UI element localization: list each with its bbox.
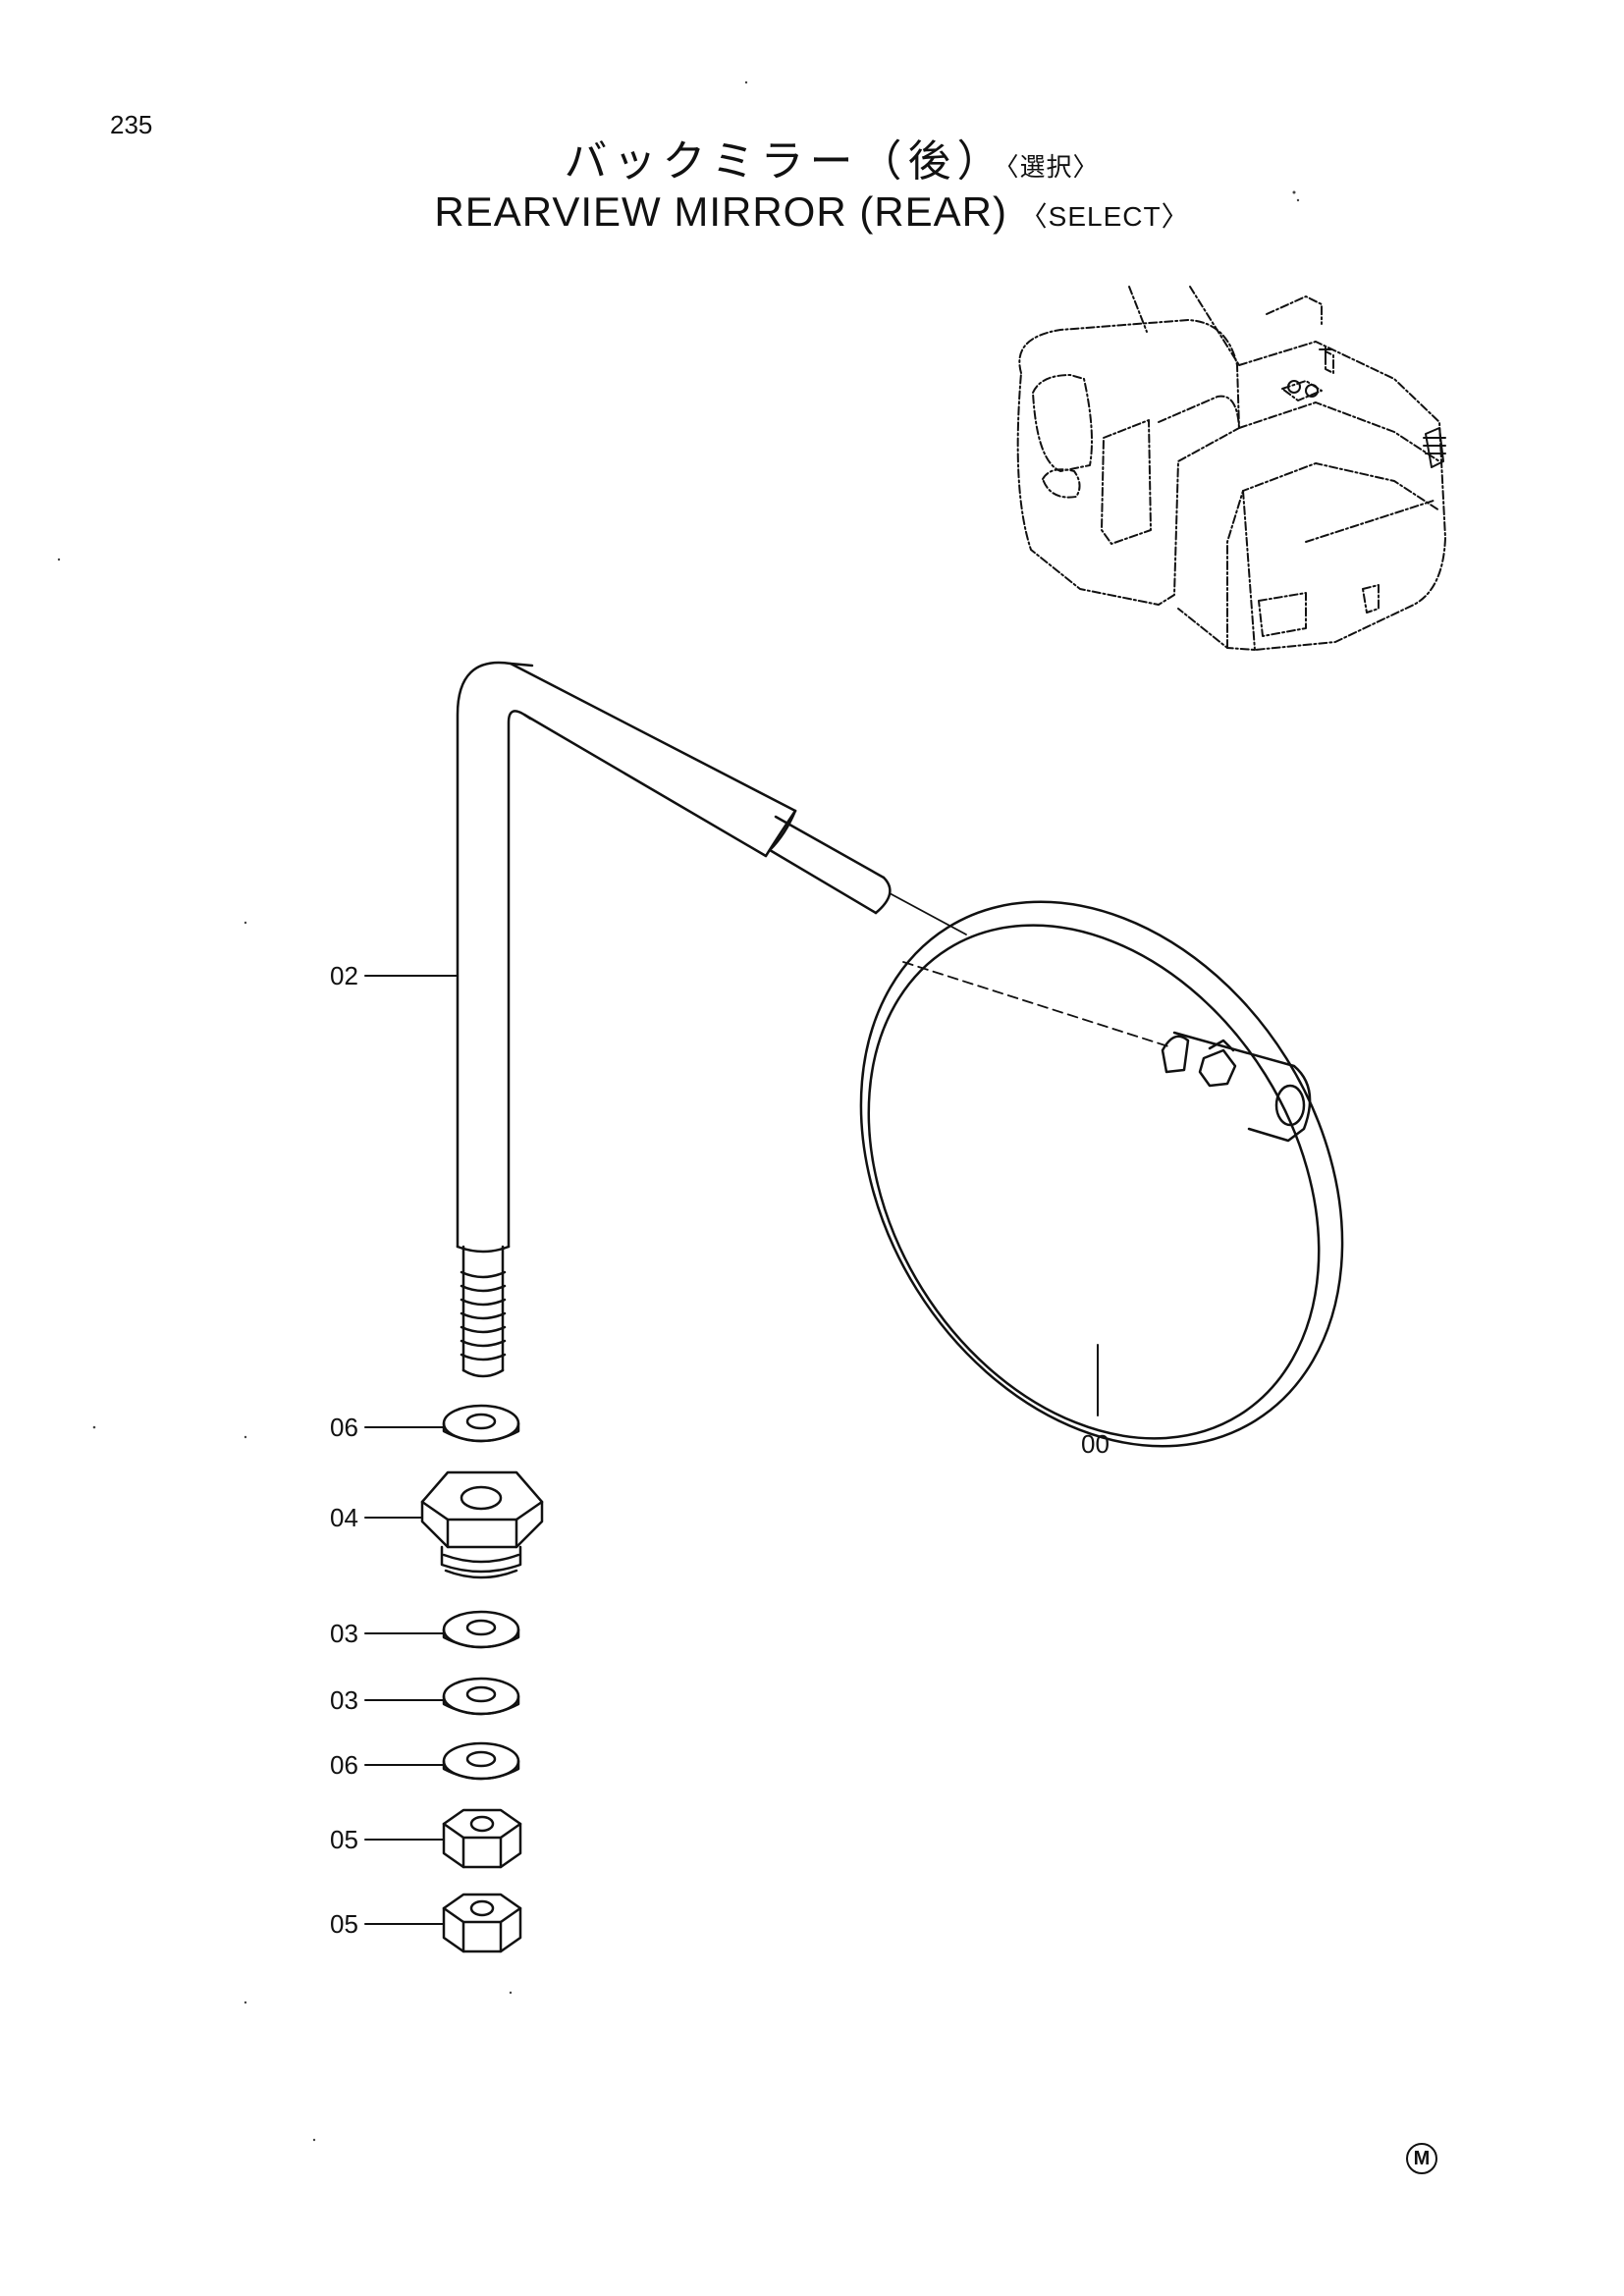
title-japanese-suffix: 〈選択〉	[1005, 153, 1100, 183]
mirror-stay-drawing	[456, 661, 967, 1378]
page-number: 235	[110, 110, 153, 139]
hex-bushing-drawing	[420, 1470, 544, 1579]
washer-1-drawing	[442, 1610, 520, 1649]
washer-2-drawing	[442, 1677, 520, 1716]
leader-lines	[364, 975, 1099, 1925]
callout-02: 02	[330, 961, 358, 990]
mirror-assembly-drawing	[859, 900, 1344, 1448]
title-japanese: バックミラー（後）〈選択〉	[0, 126, 1624, 188]
title-english: REARVIEW MIRROR (REAR) 〈SELECT〉	[0, 188, 1624, 236]
title-english-main: REARVIEW MIRROR (REAR)	[434, 188, 1007, 235]
title-japanese-main: バックミラー（後）	[564, 136, 1006, 187]
washer-top-drawing	[442, 1404, 520, 1443]
excavator-location-illustration	[1016, 286, 1446, 651]
callout-labels: 02 06 04 03 03 06 05 05 00	[330, 961, 1110, 1939]
hex-nut-1-drawing	[442, 1808, 522, 1869]
footer-mark-m: M	[1406, 2143, 1437, 2174]
callout-05b: 05	[330, 1909, 358, 1939]
callout-03a: 03	[330, 1619, 358, 1648]
hex-nut-2-drawing	[442, 1893, 522, 1953]
callout-06b: 06	[330, 1750, 358, 1780]
callout-06a: 06	[330, 1413, 358, 1442]
callout-05a: 05	[330, 1825, 358, 1854]
title-english-suffix: 〈SELECT〉	[1019, 201, 1190, 232]
mirror-location-marker	[1287, 347, 1446, 468]
callout-03b: 03	[330, 1685, 358, 1715]
scan-specks	[57, 80, 1300, 2142]
washer-bottom-drawing	[442, 1741, 520, 1781]
callout-00: 00	[1081, 1429, 1110, 1459]
callout-04: 04	[330, 1503, 358, 1532]
